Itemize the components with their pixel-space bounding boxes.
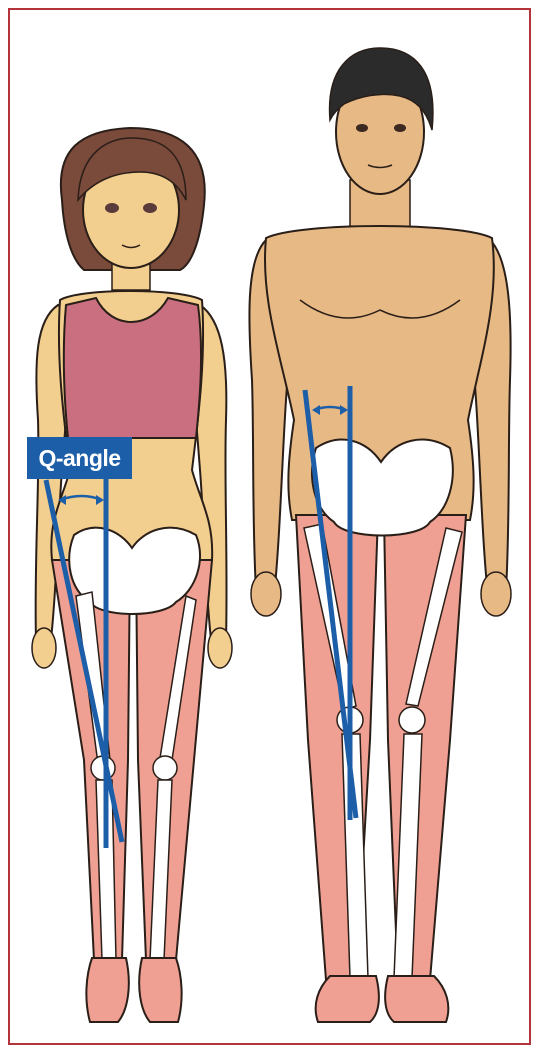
male-right-foot xyxy=(385,976,448,1022)
female-right-eye xyxy=(143,203,157,213)
male-left-hand xyxy=(251,572,281,616)
female-right-hand xyxy=(208,628,232,668)
female-right-kneecap xyxy=(153,756,177,780)
female-left-foot xyxy=(86,958,128,1022)
q-angle-label: Q-angle xyxy=(27,437,132,479)
male-left-foot xyxy=(316,976,379,1022)
female-left-hand xyxy=(32,628,56,668)
male-figure xyxy=(249,48,511,1022)
male-right-hand xyxy=(481,572,511,616)
female-figure xyxy=(32,128,232,1022)
male-right-kneecap xyxy=(399,707,425,733)
female-left-eye xyxy=(105,203,119,213)
female-right-foot xyxy=(139,958,181,1022)
male-right-eye xyxy=(394,124,406,132)
male-left-eye xyxy=(356,124,368,132)
